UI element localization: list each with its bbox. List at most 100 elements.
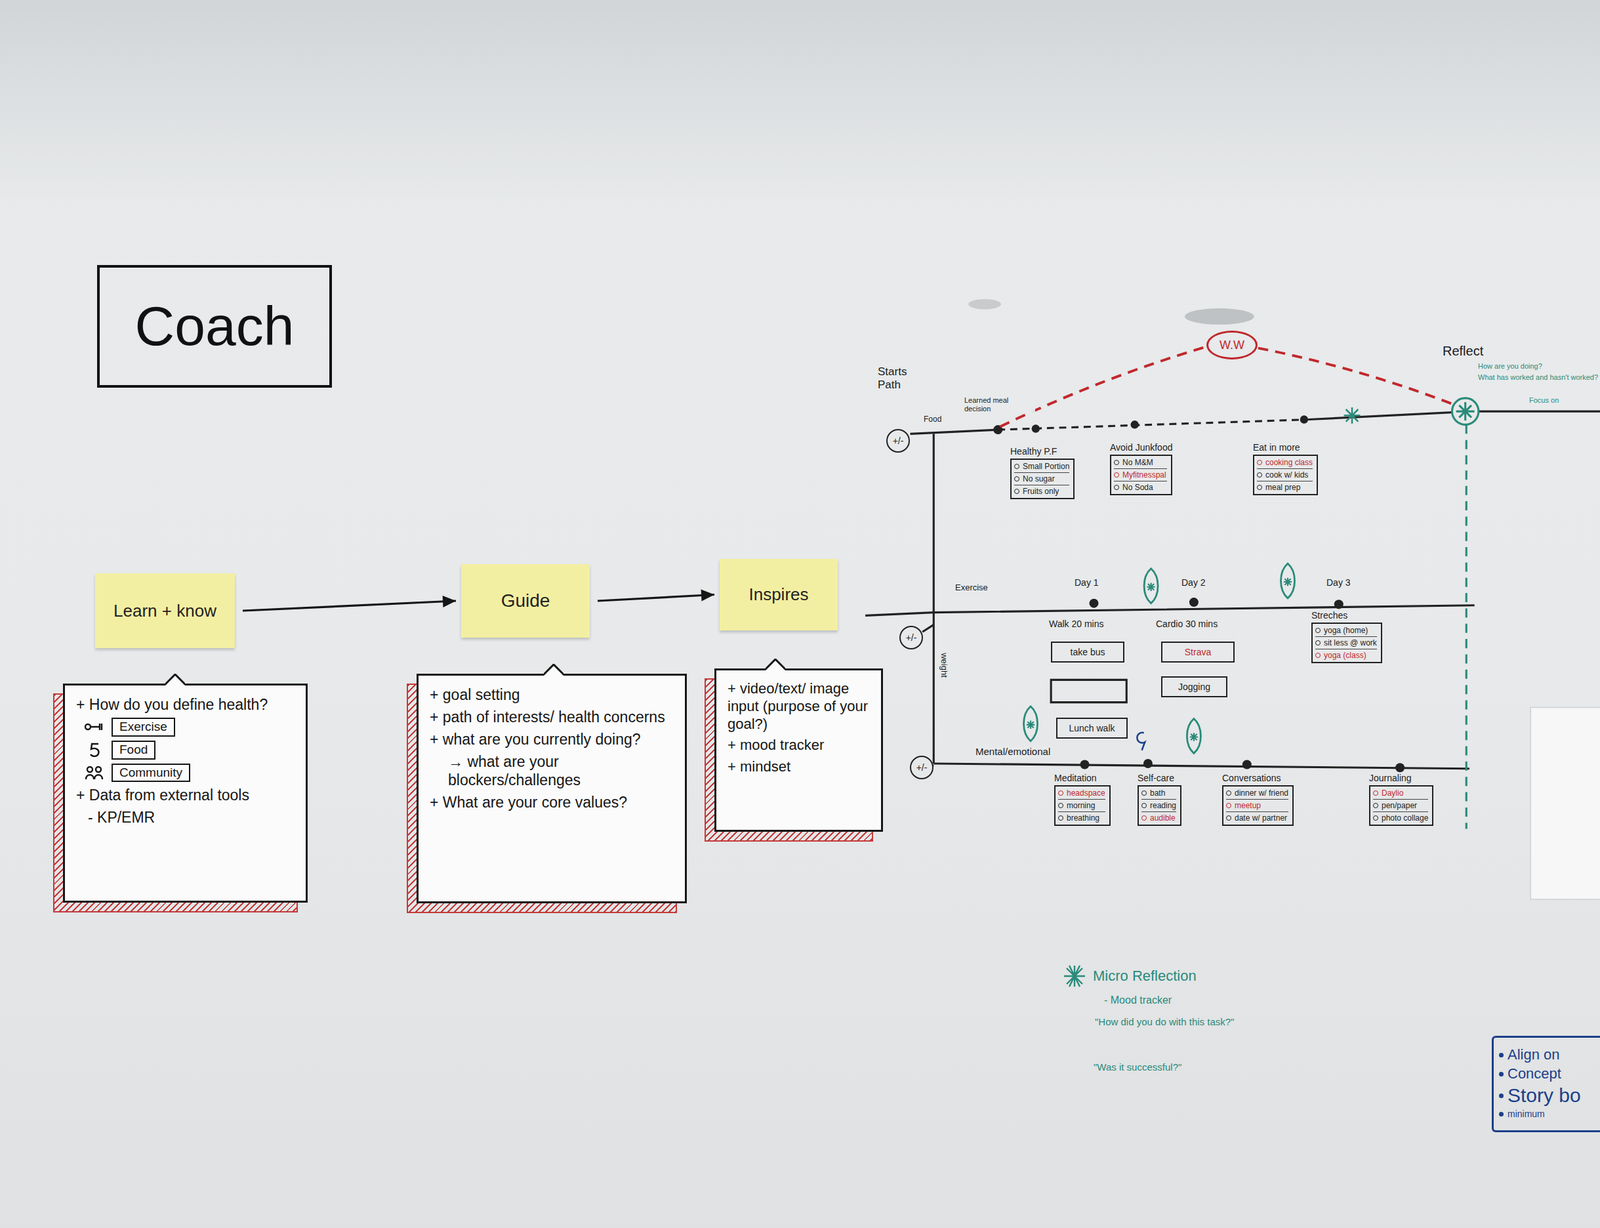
annotation-label: Reflect	[1442, 343, 1484, 359]
list-item: audible	[1141, 811, 1177, 824]
flow-arrow	[242, 595, 456, 611]
sticky-note: Guide	[461, 564, 590, 638]
item-label: yoga (home)	[1323, 625, 1368, 636]
oval-label: W.W	[1219, 338, 1245, 353]
pointer-outline	[165, 674, 185, 685]
branch-tick	[922, 624, 934, 632]
callout-text: → what are your blockers/challenges	[448, 752, 676, 790]
bullet	[1373, 790, 1379, 796]
category-tag: Community	[83, 763, 296, 783]
option-label: Strava	[1169, 646, 1227, 658]
callout-text: + video/text/ image input (purpose of yo…	[727, 680, 872, 733]
item-list: cooking classcook w/ kidsmeal prep	[1252, 454, 1318, 496]
paper-sheet	[1530, 707, 1600, 900]
toggle-circle: +/-	[909, 755, 934, 780]
option-list: Conversationsdinner w/ friendmeetupdate …	[1222, 772, 1294, 826]
item-label: cooking class	[1265, 457, 1313, 468]
category-label: Exercise	[111, 717, 176, 737]
callout-text: + goal setting	[429, 685, 676, 704]
list-item: headspace	[1058, 787, 1106, 800]
item-label: photo collage	[1381, 813, 1429, 823]
annotation-label: Day 3	[1326, 577, 1351, 589]
bullet	[1014, 476, 1020, 482]
list-item: cooking class	[1256, 456, 1313, 469]
item-label: yoga (class)	[1323, 650, 1367, 660]
group-heading: Avoid Junkfood	[1109, 442, 1173, 453]
mental-track	[933, 763, 1470, 769]
list-item: cook w/ kids	[1256, 468, 1313, 481]
dot	[1395, 762, 1405, 773]
list-item: yoga (class)	[1315, 648, 1377, 662]
asterisk	[1146, 583, 1155, 592]
flow-arrow	[597, 589, 715, 602]
pointer-outline	[765, 659, 786, 670]
annotation-label: "Was it successful?"	[1093, 1061, 1182, 1074]
callout-pointer	[543, 663, 564, 676]
item-label: date w/ partner	[1234, 813, 1288, 823]
bullet	[1014, 463, 1020, 470]
bullet	[1373, 815, 1379, 821]
item-label: meetup	[1234, 800, 1261, 811]
list-item: No M&M	[1113, 456, 1168, 469]
todo-text: Story bo	[1507, 1084, 1581, 1107]
option-box: Strava	[1161, 641, 1235, 663]
list-item: date w/ partner	[1226, 811, 1289, 824]
icon-part	[87, 766, 93, 773]
todo-text: minimum	[1507, 1108, 1545, 1120]
item-label: headspace	[1066, 788, 1106, 798]
category-icon	[83, 763, 107, 782]
bullet	[1498, 1071, 1504, 1077]
empty-option-box	[1050, 679, 1127, 702]
bullet	[1058, 802, 1064, 809]
mood-marker	[1281, 563, 1295, 599]
dot	[1143, 758, 1153, 769]
list-item: Fruits only	[1014, 484, 1070, 498]
group-heading: Healthy P.F	[1010, 446, 1075, 457]
leaf	[1186, 718, 1201, 754]
option-label: Jogging	[1169, 681, 1220, 693]
option-list: Eat in morecooking classcook w/ kidsmeal…	[1252, 442, 1318, 496]
option-list: Healthy P.F Small PortionNo sugarFruits o…	[1010, 446, 1075, 500]
list-item: No sugar	[1014, 472, 1070, 485]
leaf	[1281, 563, 1295, 599]
micro-reflection-star	[1344, 407, 1361, 424]
exercise-track	[865, 605, 1475, 616]
list-item: pen/paper	[1373, 799, 1429, 812]
toggle-circle: +/-	[886, 429, 910, 453]
todo-item: Concept	[1498, 1065, 1595, 1083]
icon-strokes	[90, 743, 99, 757]
dot	[1334, 599, 1344, 609]
reflect-dashed-line	[1465, 424, 1468, 829]
smudge	[968, 299, 1002, 310]
list-item: photo collage	[1373, 811, 1429, 824]
icon-part	[95, 766, 102, 773]
food-track	[1308, 412, 1452, 420]
continuing-path	[1478, 410, 1600, 413]
list-item: reading	[1141, 799, 1177, 812]
item-label: morning	[1066, 800, 1095, 811]
annotation-label: "How did you do with this task?"	[1094, 1016, 1238, 1028]
list-item: Small Portion	[1014, 460, 1070, 473]
item-label: bath	[1149, 788, 1166, 798]
arrow-head	[442, 595, 456, 608]
option-box: Jogging	[1161, 676, 1228, 698]
bullet	[1498, 1093, 1504, 1099]
list-item: breathing	[1058, 811, 1106, 824]
toggle-label: +/-	[916, 762, 928, 773]
asterisk	[1456, 402, 1475, 421]
arrow-line	[597, 594, 715, 602]
item-label: cook w/ kids	[1265, 470, 1309, 480]
blue-mark	[1136, 732, 1145, 751]
todo-item: Align on	[1498, 1046, 1595, 1064]
bullet	[1315, 652, 1321, 658]
icon-part	[90, 723, 102, 731]
group-heading: Meditation	[1054, 772, 1111, 784]
mood-marker	[1186, 718, 1201, 754]
option-list: Avoid JunkfoodNo M&MMyfitnesspalNo Soda	[1109, 442, 1173, 496]
sticky-label: Inspires	[748, 584, 809, 605]
item-label: Daylio	[1381, 788, 1404, 798]
list-item: bath	[1141, 787, 1177, 800]
callout-text: + what are you currently doing?	[429, 730, 676, 749]
category-label: Community	[111, 763, 191, 783]
bullet	[1256, 459, 1263, 466]
